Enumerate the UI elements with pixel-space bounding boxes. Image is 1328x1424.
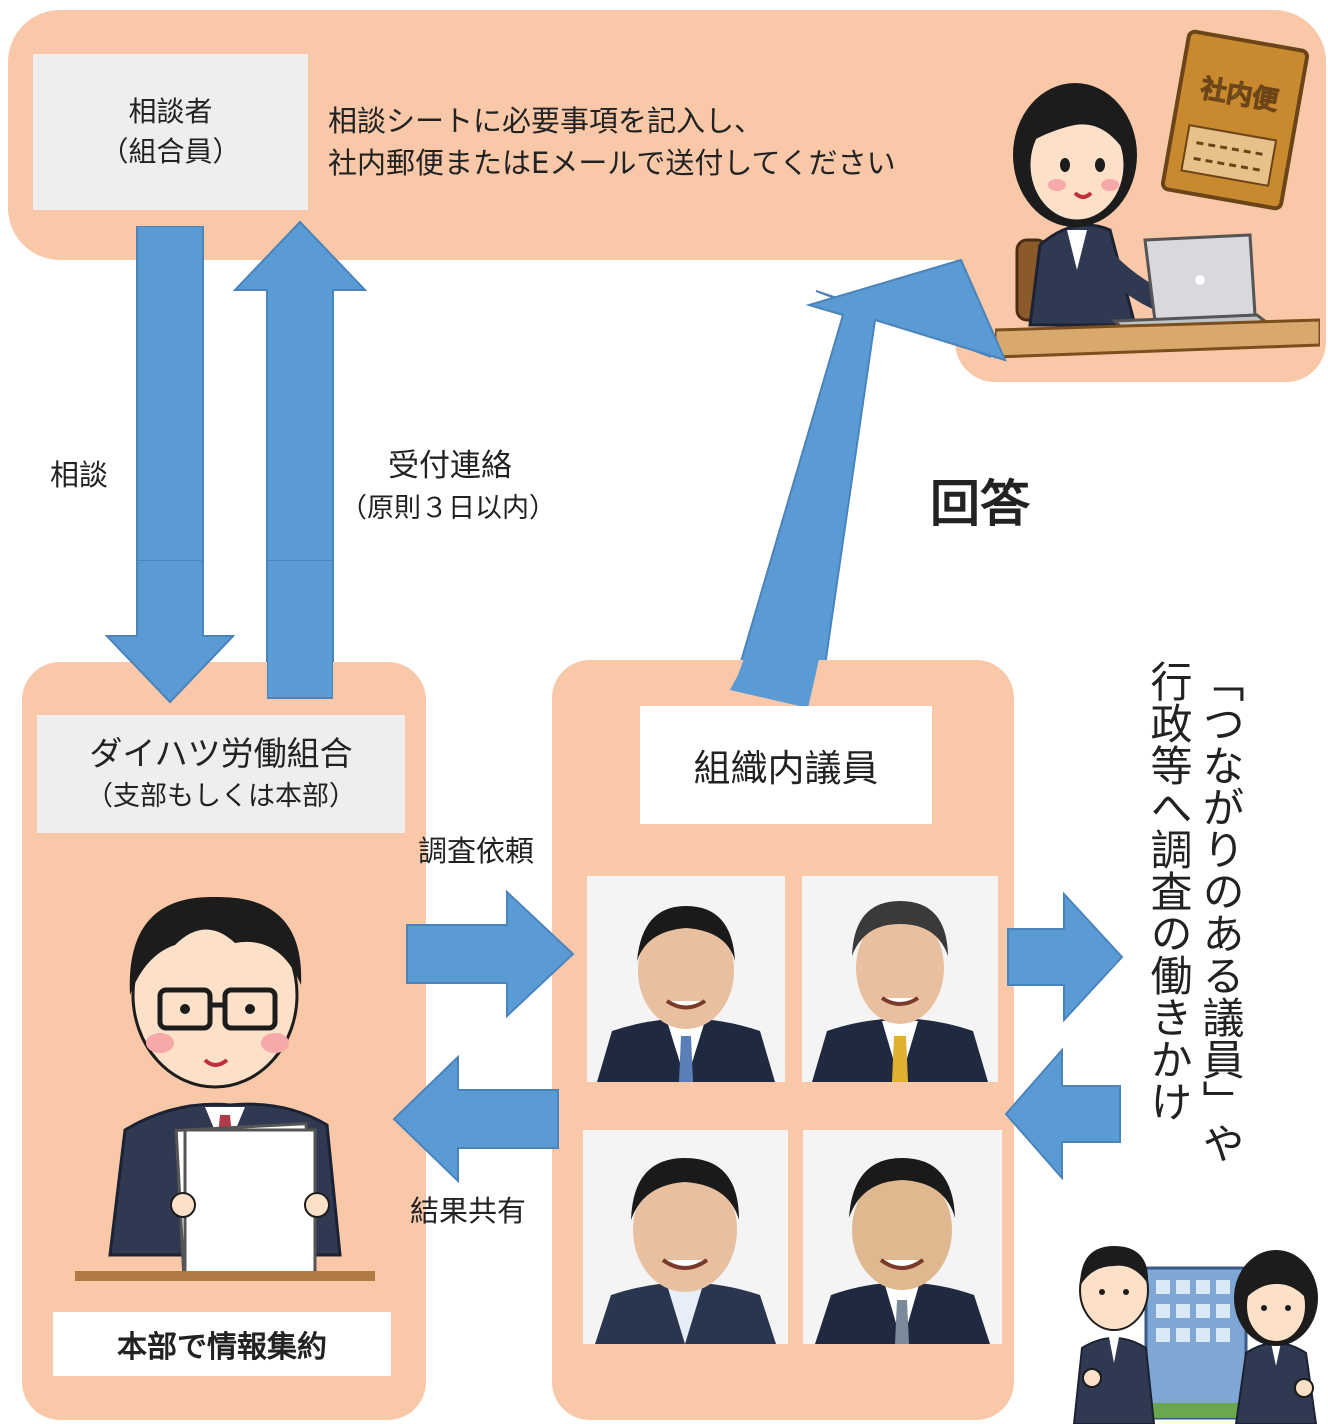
envelope-icon: 社内便 xyxy=(1160,29,1310,211)
consult-label: 相談 xyxy=(50,458,109,492)
council-member-photo-1 xyxy=(587,876,785,1082)
union-box: ダイハツ労働組合 （支部もしくは本部） xyxy=(37,715,405,833)
instruction-line1: 相談シートに必要事項を記入し、 xyxy=(328,104,764,138)
council-member-photo-3 xyxy=(583,1130,788,1344)
request-right-arrow xyxy=(406,890,575,1018)
officials-illustration xyxy=(1064,1228,1326,1424)
papers-icon xyxy=(174,1122,317,1280)
union-footer-box: 本部で情報集約 xyxy=(53,1312,391,1376)
consult-arrow-tip xyxy=(105,560,235,704)
council-title-box: 組織内議員 xyxy=(640,706,932,824)
share-left-arrow xyxy=(392,1055,559,1183)
request-label: 調査依頼 xyxy=(418,834,535,868)
receipt-label: 受付連絡 xyxy=(388,448,512,484)
answer-arrow-base xyxy=(730,620,828,708)
council-title: 組織内議員 xyxy=(693,747,879,790)
side-line2: 行政等へ調査の働きかけ xyxy=(1144,660,1193,1122)
union-staff-illustration xyxy=(65,875,385,1285)
consultant-sub: （組合員） xyxy=(100,135,241,168)
union-title: ダイハツ労働組合 xyxy=(89,734,353,773)
share-label: 結果共有 xyxy=(410,1194,527,1228)
office-worker-illustration: 社内便 xyxy=(995,25,1320,365)
receipt-sub: （原則３日以内） xyxy=(340,493,556,524)
consultant-title: 相談者 xyxy=(128,95,213,128)
instruction-line2: 社内郵便またはEメールで送付してください xyxy=(328,146,896,180)
outreach-right-arrow xyxy=(1007,892,1124,1022)
feedback-left-arrow xyxy=(1004,1048,1121,1180)
union-sub: （支部もしくは本部） xyxy=(86,781,356,812)
council-member-photo-2 xyxy=(802,876,998,1082)
union-footer: 本部で情報集約 xyxy=(117,1330,327,1365)
side-line1: 「つながりのある議員」や xyxy=(1196,660,1245,1164)
council-member-photo-4 xyxy=(803,1130,1002,1344)
consultant-box: 相談者 （組合員） xyxy=(33,54,308,210)
receipt-arrow-base xyxy=(267,560,333,699)
answer-label: 回答 xyxy=(930,475,1030,533)
side-text: 「つながりのある議員」や 行政等へ調査の働きかけ xyxy=(1142,660,1246,1164)
